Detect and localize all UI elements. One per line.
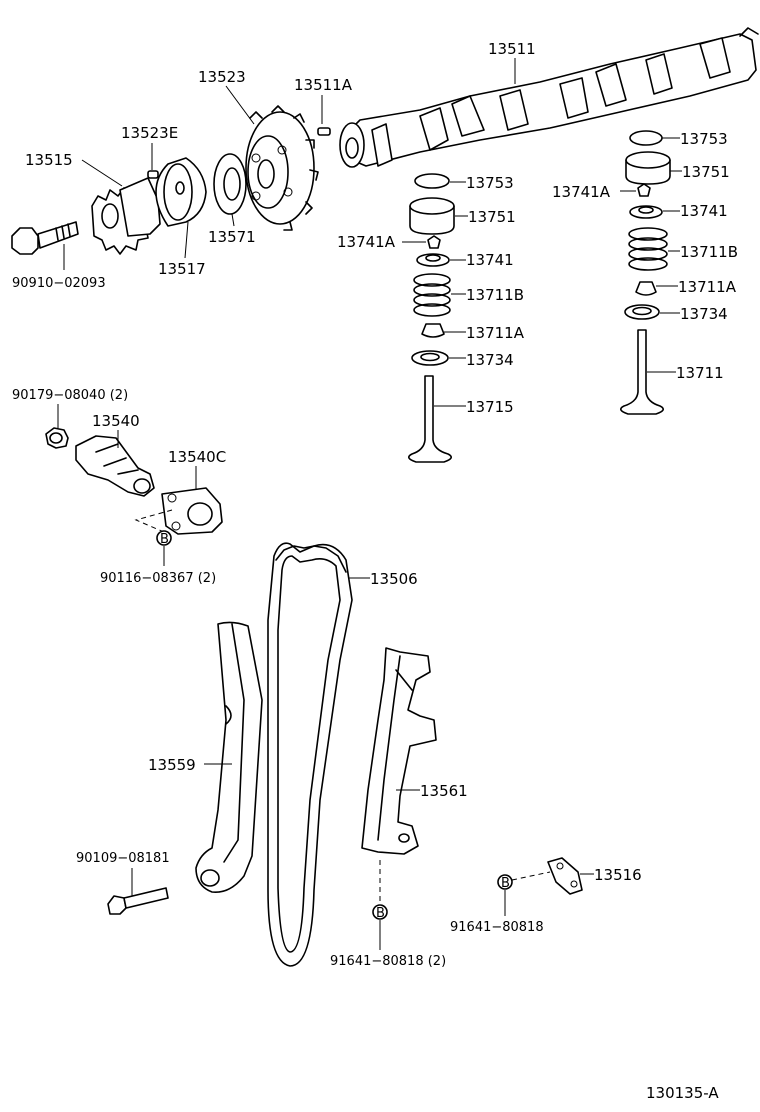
tensioner-13540 (75, 435, 155, 497)
label-13711: 13711 (676, 364, 724, 382)
label-90109-08181: 90109−08181 (76, 851, 170, 866)
lifter-13751-a (409, 197, 455, 235)
seal-13711A-a (421, 323, 445, 338)
label-13715: 13715 (466, 398, 514, 416)
label-13540: 13540 (92, 412, 140, 430)
bolt-90910 (11, 221, 79, 255)
retainer-13741-b (629, 205, 663, 219)
marker-b-3 (497, 874, 513, 890)
spring-13711B-b (628, 227, 668, 271)
shim-13753-b (629, 130, 663, 146)
label-13540C: 13540C (168, 448, 226, 466)
seal-13711A-b (635, 281, 657, 296)
plate-13516 (547, 857, 583, 895)
plug-90179 (45, 427, 69, 449)
label-13711B-b: 13711B (680, 243, 738, 261)
label-91641-80818: 91641−80818 (450, 920, 544, 935)
knock-pin (317, 127, 331, 136)
label-13523E: 13523E (121, 124, 178, 142)
label-13711A-b: 13711A (678, 278, 737, 296)
label-13711A-a: 13711A (466, 324, 525, 342)
marker-b-1 (156, 530, 172, 546)
label-13741-b: 13741 (680, 202, 728, 220)
marker-b-1-text: B (160, 532, 169, 547)
bolt-leader-13540 (134, 509, 173, 533)
label-13561: 13561 (420, 782, 468, 800)
valve-13711 (620, 329, 664, 415)
label-91641-80818-2: 91641−80818 (2) (330, 954, 446, 969)
label-13753-b: 13753 (680, 130, 728, 148)
label-13571: 13571 (208, 228, 256, 246)
keeper-13741A-b (637, 183, 651, 197)
marker-b-3-text: B (501, 876, 510, 891)
label-13734-b: 13734 (680, 305, 728, 323)
chain-damper-13561 (361, 647, 437, 855)
label-90179-08040: 90179−08040 (2) (12, 388, 128, 403)
label-13741A-a: 13741A (337, 233, 396, 251)
label-13506: 13506 (370, 570, 418, 588)
label-13741A-b: 13741A (552, 183, 611, 201)
marker-b-2 (372, 904, 388, 920)
shim-13753-a (414, 173, 450, 189)
gasket-13540C (161, 487, 223, 535)
bolt-90109 (107, 887, 169, 915)
label-90910-02093: 90910−02093 (12, 276, 106, 291)
spring-13711B-a (413, 273, 451, 317)
valve-13715 (408, 375, 452, 463)
label-13559: 13559 (148, 756, 196, 774)
camshaft (339, 27, 759, 168)
label-13751-b: 13751 (682, 163, 730, 181)
plate-13571 (213, 153, 247, 215)
label-13517: 13517 (158, 260, 206, 278)
label-13734-a: 13734 (466, 351, 514, 369)
label-13751-a: 13751 (468, 208, 516, 226)
label-13516: 13516 (594, 866, 642, 884)
seat-13734-a (411, 350, 449, 366)
label-13511A: 13511A (294, 76, 353, 94)
bolt-leader-13516 (511, 871, 551, 881)
spacer-13517 (155, 157, 207, 227)
label-13511: 13511 (488, 40, 536, 58)
diagram-id: 130135-A (646, 1084, 719, 1102)
seat-13734-b (624, 304, 660, 320)
marker-b-2-text: B (376, 906, 385, 921)
label-13523: 13523 (198, 68, 246, 86)
cam-sprocket (245, 105, 319, 231)
label-13711B-a: 13711B (466, 286, 524, 304)
lifter-13751-b (625, 151, 671, 185)
keeper-13741A-a (427, 235, 441, 249)
chain-slipper-13559 (195, 621, 263, 893)
label-13515: 13515 (25, 151, 73, 169)
timing-chain-13506 (267, 542, 353, 967)
crank-gear (91, 177, 161, 255)
retainer-13741-a (416, 253, 450, 267)
key-pin (147, 170, 159, 179)
label-13753-a: 13753 (466, 174, 514, 192)
label-90116-08367: 90116−08367 (2) (100, 571, 216, 586)
label-13741-a: 13741 (466, 251, 514, 269)
